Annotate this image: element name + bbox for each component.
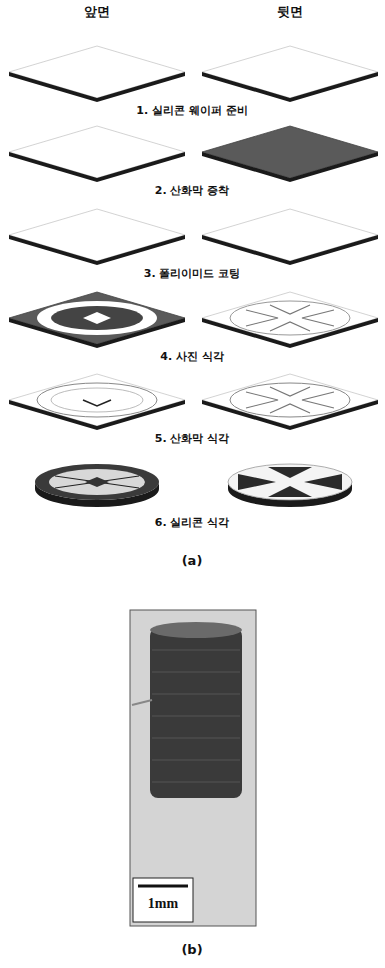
step-label: 2. 산화막 증착 [155,184,230,197]
panel-label: (b) [181,942,202,958]
step-label: 3. 폴리이미드 코팅 [144,267,241,280]
step-label: 5. 산화막 식각 [155,432,230,445]
column-header: 뒷면 [277,4,303,20]
panel-label: (a) [182,553,203,569]
column-header: 앞면 [84,4,110,20]
step-label: 1. 실리콘 웨이퍼 준비 [136,104,247,117]
step-label: 4. 사진 식각 [160,350,224,363]
scale-label: 1mm [148,896,178,913]
step-label: 6. 실리콘 식각 [155,516,230,529]
